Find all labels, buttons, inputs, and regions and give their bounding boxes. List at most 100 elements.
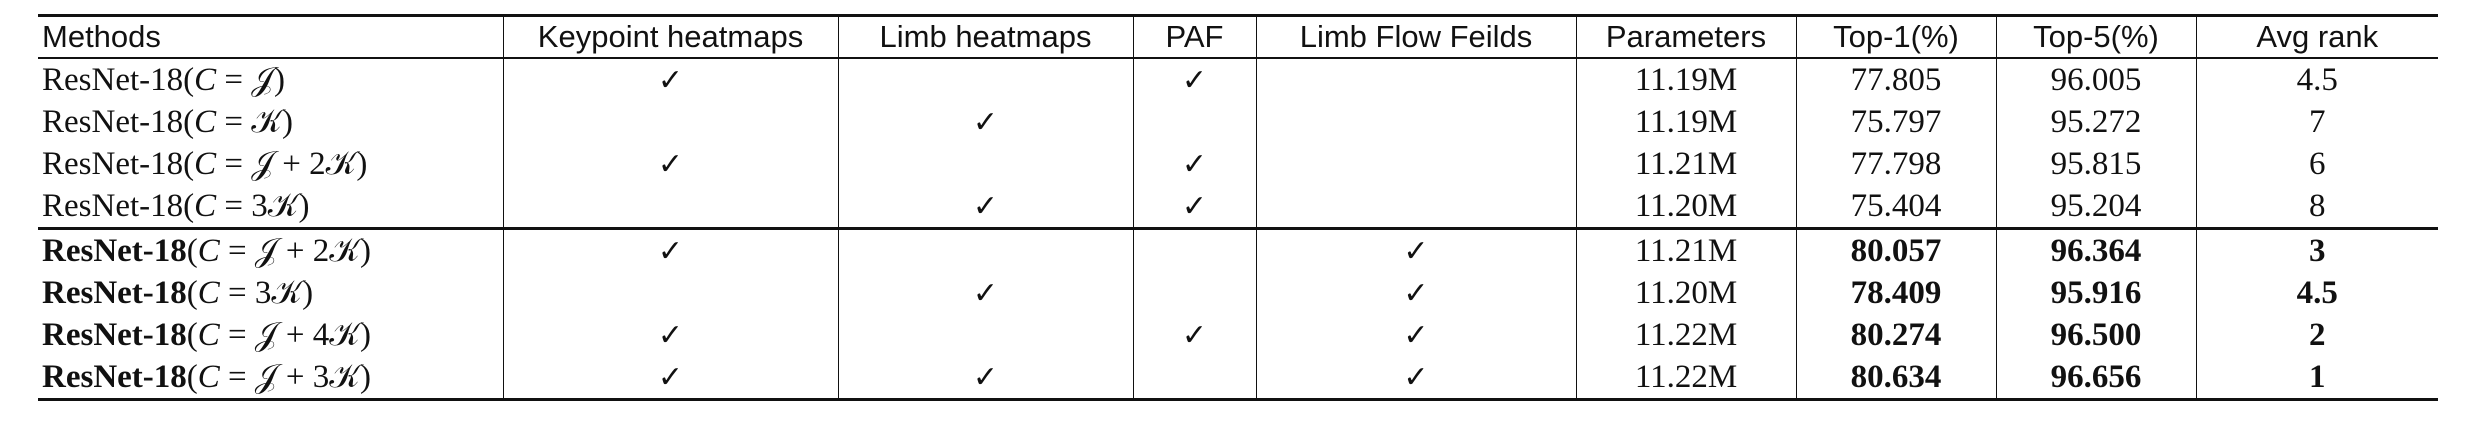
paf-cell: ✓ xyxy=(1133,58,1257,101)
top5-cell: 96.364 xyxy=(1996,227,2197,272)
avg-rank-cell: 2 xyxy=(2309,317,2326,353)
paf-cell xyxy=(1133,356,1257,401)
model-name: ResNet-18 xyxy=(42,62,184,98)
model-name: ResNet-18 xyxy=(42,146,184,182)
keypoint-cell: ✓ xyxy=(503,356,839,401)
limb-cell: ✓ xyxy=(838,356,1134,401)
config-paren-open: ( xyxy=(183,104,195,140)
checkmark-icon: ✓ xyxy=(657,146,684,182)
keypoint-cell xyxy=(503,185,839,229)
config-paren-open: ( xyxy=(186,317,198,353)
config-paren-open: ( xyxy=(186,233,198,269)
results-table: Methods Keypoint heatmaps Limb heatmaps … xyxy=(38,14,2438,401)
checkmark-icon: ✓ xyxy=(1403,275,1429,311)
checkmark-icon: ✓ xyxy=(1181,188,1208,224)
checkmark-icon: ✓ xyxy=(972,359,999,395)
limb-cell xyxy=(838,143,1134,185)
paf-cell xyxy=(1133,272,1257,314)
top1-cell: 80.634 xyxy=(1796,356,1997,401)
config-variable: C xyxy=(194,62,217,98)
config-expression: = 𝒦 xyxy=(224,104,282,140)
config-paren-close: ) xyxy=(274,62,286,98)
config-paren-close: ) xyxy=(298,188,310,224)
header-parameters: Parameters xyxy=(1576,14,1797,59)
config-expression: = 3𝒦 xyxy=(228,275,303,311)
avg-rank-cell: 4.5 xyxy=(2296,62,2338,98)
keypoint-cell: ✓ xyxy=(503,58,839,101)
top1-cell: 75.797 xyxy=(1796,101,1997,143)
keypoint-cell xyxy=(503,101,839,143)
config-variable: C xyxy=(197,359,220,395)
top1-cell: 80.057 xyxy=(1796,227,1997,272)
limb-cell xyxy=(838,227,1134,272)
lff-cell: ✓ xyxy=(1256,227,1577,272)
config-variable: C xyxy=(197,275,220,311)
limb-cell: ✓ xyxy=(838,101,1134,143)
parameters-cell: 11.19M xyxy=(1576,101,1797,143)
avg-rank-cell: 4.5 xyxy=(2296,275,2338,311)
top5-cell: 95.815 xyxy=(1996,143,2197,185)
limb-cell xyxy=(838,314,1134,356)
config-paren-close: ) xyxy=(359,317,371,353)
header-limb-flow-fields: Limb Flow Feilds xyxy=(1256,14,1577,59)
parameters-cell: 11.20M xyxy=(1576,185,1797,229)
lff-cell xyxy=(1256,58,1577,101)
parameters-cell: 11.21M xyxy=(1576,143,1797,185)
paf-cell xyxy=(1133,227,1257,272)
config-expression: = 𝒥 + 2𝒦 xyxy=(224,146,357,182)
table-header: Methods Keypoint heatmaps Limb heatmaps … xyxy=(38,14,2438,59)
config-variable: C xyxy=(194,104,217,140)
config-paren-close: ) xyxy=(302,275,314,311)
model-name: ResNet-18 xyxy=(42,359,187,395)
checkmark-icon: ✓ xyxy=(1403,359,1429,395)
top5-cell: 95.204 xyxy=(1996,185,2197,229)
config-expression: = 3𝒦 xyxy=(224,188,299,224)
config-variable: C xyxy=(194,146,217,182)
top5-cell: 96.656 xyxy=(1996,356,2197,401)
config-paren-open: ( xyxy=(183,62,195,98)
method-cell: ResNet-18(C = 3𝒦) xyxy=(38,272,504,314)
paf-cell: ✓ xyxy=(1133,314,1257,356)
config-expression: = 𝒥 + 3𝒦 xyxy=(228,359,360,395)
limb-cell: ✓ xyxy=(838,272,1134,314)
checkmark-icon: ✓ xyxy=(657,233,684,269)
method-cell: ResNet-18(C = 𝒥 + 3𝒦) xyxy=(38,356,504,401)
header-top1: Top-1(%) xyxy=(1796,14,1997,59)
avg-rank-cell: 8 xyxy=(2309,188,2326,224)
checkmark-icon: ✓ xyxy=(657,359,684,395)
config-paren-open: ( xyxy=(186,359,198,395)
avg-rank-cell: 3 xyxy=(2196,227,2438,272)
avg-rank-cell: 1 xyxy=(2196,356,2438,401)
method-cell: ResNet-18(C = 𝒥 + 2𝒦) xyxy=(38,143,504,185)
top5-cell: 95.272 xyxy=(1996,101,2197,143)
checkmark-icon: ✓ xyxy=(1181,317,1208,353)
header-avg-rank: Avg rank xyxy=(2196,14,2438,59)
header-top5: Top-5(%) xyxy=(1996,14,2197,59)
top1-cell: 77.805 xyxy=(1796,58,1997,101)
lff-cell: ✓ xyxy=(1256,272,1577,314)
parameters-cell: 11.22M xyxy=(1576,314,1797,356)
header-row: Methods Keypoint heatmaps Limb heatmaps … xyxy=(38,14,2438,59)
config-expression: = 𝒥 xyxy=(224,62,275,98)
parameters-cell: 11.22M xyxy=(1576,356,1797,401)
limb-cell: ✓ xyxy=(838,185,1134,229)
model-name: ResNet-18 xyxy=(42,233,187,269)
config-expression: = 𝒥 + 2𝒦 xyxy=(228,233,360,269)
top5-cell: 95.916 xyxy=(1996,272,2197,314)
results-table-container: Methods Keypoint heatmaps Limb heatmaps … xyxy=(38,14,2438,401)
top5-cell: 96.005 xyxy=(1996,58,2197,101)
top1-cell: 80.274 xyxy=(1796,314,1997,356)
config-paren-open: ( xyxy=(183,146,195,182)
paf-cell: ✓ xyxy=(1133,143,1257,185)
config-paren-open: ( xyxy=(183,188,195,224)
lff-cell: ✓ xyxy=(1256,356,1577,401)
top5-cell: 96.500 xyxy=(1996,314,2197,356)
paf-cell xyxy=(1133,101,1257,143)
checkmark-icon: ✓ xyxy=(657,317,684,353)
